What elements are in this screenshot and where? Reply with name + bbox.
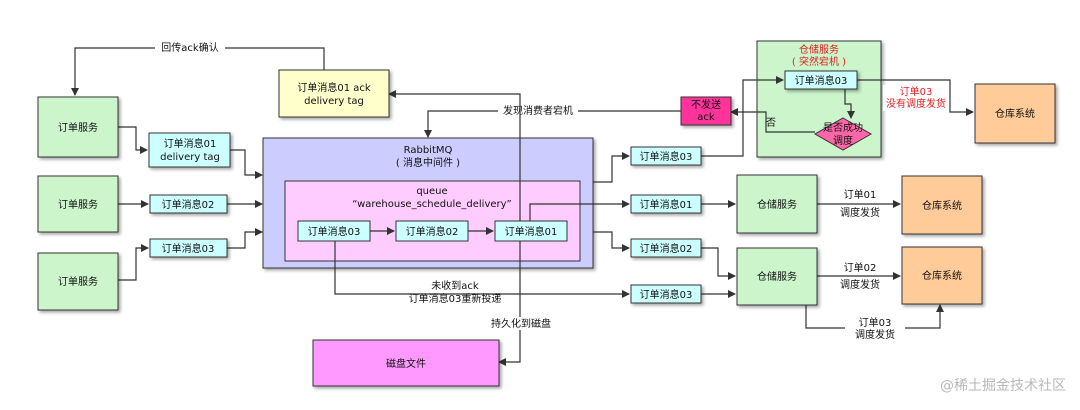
crashed-msg-to-decision	[844, 89, 855, 119]
warehouse-system-1-label: 仓库系统	[922, 199, 962, 212]
inbound-msg03-label: 订单消息03	[162, 242, 215, 255]
crashed-note-line1: 订单03	[900, 86, 933, 98]
warehouse-system-1	[901, 175, 983, 235]
consumer-down-label: 发现消费者宕机	[503, 104, 573, 117]
watermark: @稀土掘金技术社区	[940, 378, 1066, 394]
dispatch-o2-line2: 调度发货	[840, 278, 880, 291]
no-send-ack-line1: 不发送	[691, 98, 721, 111]
queue-item-msg03	[297, 220, 371, 242]
warehouse-service-1-label: 仓储服务	[757, 198, 797, 211]
queue-item-msg03-label: 订单消息03	[308, 225, 361, 238]
msg03-to-rabbitmq	[227, 228, 263, 249]
msg03-top-to-crashed-warehouse	[701, 76, 784, 157]
inbound-msg02-label: 订单消息02	[162, 198, 215, 211]
queue-item-msg02-label: 订单消息02	[406, 225, 459, 238]
warehouse-system-2-label: 仓库系统	[922, 269, 962, 282]
dispatch-o1-line2: 调度发货	[840, 206, 880, 219]
order-service-3-label: 订单服务	[58, 275, 98, 288]
redeliver-line1: 未收到ack	[431, 279, 479, 292]
dispatch-o3-bg	[845, 315, 905, 341]
persist-label-bg	[490, 317, 552, 330]
order-service-1	[37, 96, 119, 158]
dispatch-o1-line1: 订单01	[844, 189, 877, 201]
rabbitmq-subtitle: ( 消息中间件 )	[396, 156, 460, 169]
order-service-1-label: 订单服务	[58, 121, 98, 134]
persist-label: 持久化到磁盘	[491, 317, 551, 330]
order-service-1-to-msg01	[118, 126, 148, 154]
crashed-note-bg	[883, 85, 949, 111]
outbound-msg03-top-label: 订单消息03	[640, 150, 693, 163]
warehouse-system-2	[901, 246, 983, 305]
crashed-warehouse-title: 仓储服务	[799, 43, 839, 56]
queue-title: queue	[416, 186, 447, 197]
outbound-msg02	[630, 238, 702, 258]
consumer-down-arrow	[424, 110, 681, 138]
queue-item-msg02	[395, 220, 469, 242]
decision-no-label: 否	[766, 117, 776, 129]
inbound-msg01-line1: 订单消息01	[164, 137, 217, 150]
queue-msg01-to-ack-note	[388, 90, 521, 221]
queue-msg01-to-outbound-msg01	[529, 200, 630, 221]
outbound-msg03-top	[630, 146, 702, 166]
inbound-msg03	[149, 238, 228, 258]
no-send-ack-line2: ack	[697, 112, 715, 123]
queue-name: “warehouse_schedule_delivery”	[352, 199, 511, 210]
queue-item-msg01	[494, 220, 568, 242]
rabbitmq-to-msg02	[593, 231, 630, 252]
order-service-3	[37, 252, 119, 311]
msg01-to-rabbitmq	[230, 149, 263, 179]
crashed-warehouse-message-label: 订单消息03	[795, 74, 848, 87]
redeliver-arrow	[334, 241, 630, 298]
disk-file-label: 磁盘文件	[386, 357, 426, 370]
warehouse-service-2-label: 仓储服务	[757, 270, 797, 283]
ack-note	[278, 69, 390, 118]
warehouse-service-1	[736, 174, 818, 234]
disk-file	[312, 339, 500, 387]
ack-note-line1: 订单消息01 ack	[297, 81, 371, 94]
warehouse-system-top	[974, 83, 1056, 144]
rabbitmq-to-msg03-top	[593, 152, 630, 183]
order-service-3-to-msg03	[118, 244, 149, 281]
consumer-down-label-bg	[498, 104, 578, 117]
warehouse-system-top-label: 仓库系统	[995, 107, 1035, 120]
outbound-msg02-label: 订单消息02	[640, 242, 693, 255]
decision-no-arrow	[730, 108, 815, 133]
dispatch-o2-line1: 订单02	[844, 262, 877, 274]
inbound-msg01	[148, 132, 231, 168]
persist-to-disk-arrow	[498, 241, 521, 366]
decision-diamond	[813, 117, 873, 151]
crashed-warehouse-message	[784, 70, 858, 90]
crashed-msg-to-warehouse-system	[857, 79, 974, 116]
inbound-msg01-line2: delivery tag	[160, 152, 220, 163]
ack-note-line2: delivery tag	[304, 96, 364, 107]
order-service-2	[37, 175, 119, 233]
msg02-to-warehouse-service-2	[701, 247, 736, 280]
outbound-msg01	[630, 194, 702, 214]
outbound-msg03-resend-label: 订单消息03	[640, 288, 693, 301]
inbound-msg02	[149, 194, 228, 214]
decision-line2: 调度	[833, 134, 853, 147]
rabbitmq-title: RabbitMQ	[404, 145, 453, 156]
order-service-2-label: 订单服务	[58, 198, 98, 211]
crashed-note-line2: 没有调度发货	[886, 97, 946, 110]
ack-feedback-label: 回传ack确认	[161, 41, 218, 54]
no-send-ack-box	[680, 96, 732, 126]
queue-item-msg01-label: 订单消息01	[505, 225, 558, 238]
crashed-warehouse-subtitle: ( 突然宕机 )	[792, 55, 846, 68]
warehouse-service-2	[736, 247, 818, 306]
outbound-msg03-resend	[630, 284, 702, 304]
dispatch-o3-line1: 订单03	[859, 317, 892, 329]
redeliver-line2: 订单消息03重新投递	[409, 292, 502, 305]
ack-feedback-label-bg	[155, 41, 225, 54]
outbound-msg01-label: 订单消息01	[640, 198, 693, 211]
decision-line1: 是否成功	[823, 122, 863, 134]
dispatch-o3-line2: 调度发货	[855, 328, 895, 341]
